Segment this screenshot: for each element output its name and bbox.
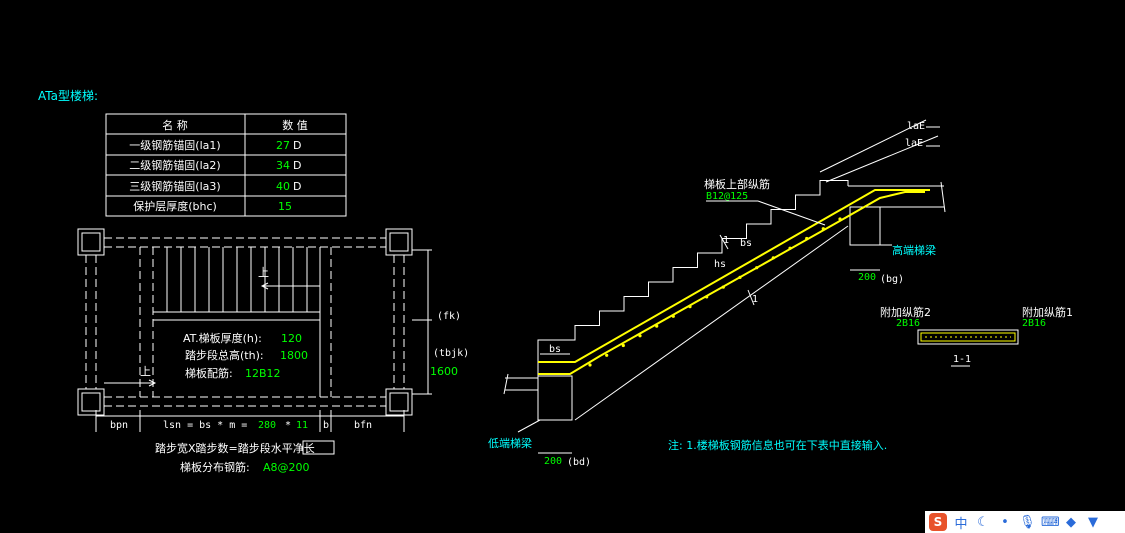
keyboard-icon[interactable]: ⌨ [1041, 514, 1060, 530]
thickness-value[interactable]: 120 [281, 332, 302, 345]
bg-label: (bg) [880, 274, 904, 285]
ime-mode-toggle[interactable]: 中 [954, 516, 968, 532]
up-arrow-label-2: 上 [140, 365, 151, 378]
times-symbol: * [285, 420, 291, 431]
punct-icon[interactable]: • [1001, 514, 1009, 530]
rebar-dot [805, 236, 809, 241]
rebar-dot [655, 324, 659, 328]
width-value[interactable]: 1600 [430, 365, 458, 378]
rebar-dot [738, 275, 742, 279]
high-beam-label: 高端梯梁 [892, 243, 936, 257]
skin-icon[interactable]: ◆ [1066, 514, 1076, 530]
bd-value[interactable]: 200 [544, 456, 562, 467]
laE-label-1: laE [907, 121, 925, 132]
rebar-label: 梯板配筋: [185, 366, 233, 380]
rebar-value[interactable]: 12B12 [245, 367, 281, 380]
row-value-bhc[interactable]: 15 [278, 200, 292, 213]
bd-label: (bd) [567, 457, 591, 468]
bg-value[interactable]: 200 [858, 272, 876, 283]
row-name-bhc: 保护层厚度(bhc) [133, 199, 217, 213]
drawing-note: 注: 1.楼梯板钢筋信息也可在下表中直接输入. [668, 438, 887, 452]
rebar-dot [688, 305, 692, 309]
rebar-dot [605, 353, 609, 357]
plan-caption-2-value[interactable]: A8@200 [263, 461, 310, 474]
section-mark-1-top: 1 [723, 235, 729, 246]
section-1-1-detail: 附加纵筋2 2B16 附加纵筋1 2B16 1-1 [880, 305, 1073, 367]
top-rebar-label: 梯板上部纵筋 [704, 177, 770, 191]
low-beam-label: 低端梯梁 [488, 436, 532, 450]
rebar-dot [721, 285, 725, 289]
bfn-label: bfn [354, 420, 372, 431]
section-1-1-label: 1-1 [953, 354, 971, 365]
additional-rebar-1-label: 附加纵筋1 [1022, 305, 1073, 319]
rebar-dot [771, 256, 775, 260]
bs-top-label: bs [740, 238, 752, 249]
row-unit-la3: D [293, 180, 301, 193]
stair-steps-outline [537, 180, 849, 376]
shirt-icon[interactable]: ▼ [1088, 514, 1098, 530]
rebar-dot [838, 217, 842, 221]
bpn-label: bpn [110, 420, 128, 431]
plan-caption-1: 踏步宽X踏步数=踏步段水平净长 [155, 441, 315, 455]
row-name-la2: 二级钢筋锚固(la2) [129, 158, 220, 172]
plan-treads [166, 247, 308, 312]
section-mark-1-bottom: 1 [752, 294, 758, 305]
ime-taskbar: S 中 ☾ • 🎙 ⌨ ◆ ▼ [925, 511, 1125, 533]
m-value[interactable]: 11 [296, 420, 308, 431]
stair-plan-view: 上 上 AT.梯板厚度(h): 120 踏步段总高(th): 1800 梯板配筋… [77, 228, 469, 474]
rebar-dot [621, 343, 625, 348]
drawing-title: ATa型楼梯: [38, 88, 98, 103]
row-unit-la2: D [293, 159, 301, 172]
lsn-formula: lsn = bs * m = [163, 420, 247, 431]
rebar-dot [821, 227, 825, 231]
height-label: 踏步段总高(th): [185, 348, 264, 362]
row-unit-la1: D [293, 139, 301, 152]
fk-label: (fk) [437, 311, 461, 322]
additional-rebar-1-value[interactable]: 2B16 [1022, 318, 1046, 329]
moon-icon[interactable]: ☾ [977, 514, 989, 530]
rebar-dot [705, 295, 709, 299]
distribution-rebar-dots [588, 217, 842, 367]
rebar-dot [755, 266, 759, 270]
row-name-la3: 三级钢筋锚固(la3) [129, 179, 220, 193]
rebar-dot [638, 334, 642, 338]
tbjk-label: (tbjk) [433, 348, 469, 359]
sogou-ime-icon[interactable]: S [929, 513, 947, 531]
row-name-la1: 一级钢筋锚固(la1) [129, 138, 220, 152]
param-table: 名 称 数 值 一级钢筋锚固(la1) 27 D 二级钢筋锚固(la2) 34 … [105, 113, 347, 217]
rebar-dot [671, 314, 675, 318]
b-label: b [323, 420, 329, 431]
table-header-value: 数 值 [282, 119, 308, 132]
mic-icon[interactable]: 🎙 [1019, 514, 1036, 530]
top-rebar-value[interactable]: B12@125 [706, 191, 748, 202]
row-value-la2[interactable]: 34 [276, 159, 290, 172]
laE-label-2: laE [905, 138, 923, 149]
row-value-la1[interactable]: 27 [276, 139, 290, 152]
up-arrow-label-1: 上 [258, 266, 269, 279]
additional-rebar-2-value[interactable]: 2B16 [896, 318, 920, 329]
stair-section-view: laE laE 梯板上部纵筋 B12@125 bs hs bs 1 1 高端梯梁… [488, 119, 946, 468]
height-value[interactable]: 1800 [280, 349, 308, 362]
plan-caption-2-label: 梯板分布钢筋: [180, 460, 250, 474]
rebar-dot [588, 363, 592, 367]
thickness-label: AT.梯板厚度(h): [183, 331, 262, 345]
bs-bottom-label: bs [549, 344, 561, 355]
bs-value[interactable]: 280 [258, 420, 276, 431]
row-value-la3[interactable]: 40 [276, 180, 290, 193]
hs-label: hs [714, 259, 726, 270]
additional-rebar-2-label: 附加纵筋2 [880, 305, 931, 319]
table-header-name: 名 称 [162, 118, 188, 132]
rebar-dot [788, 246, 792, 250]
